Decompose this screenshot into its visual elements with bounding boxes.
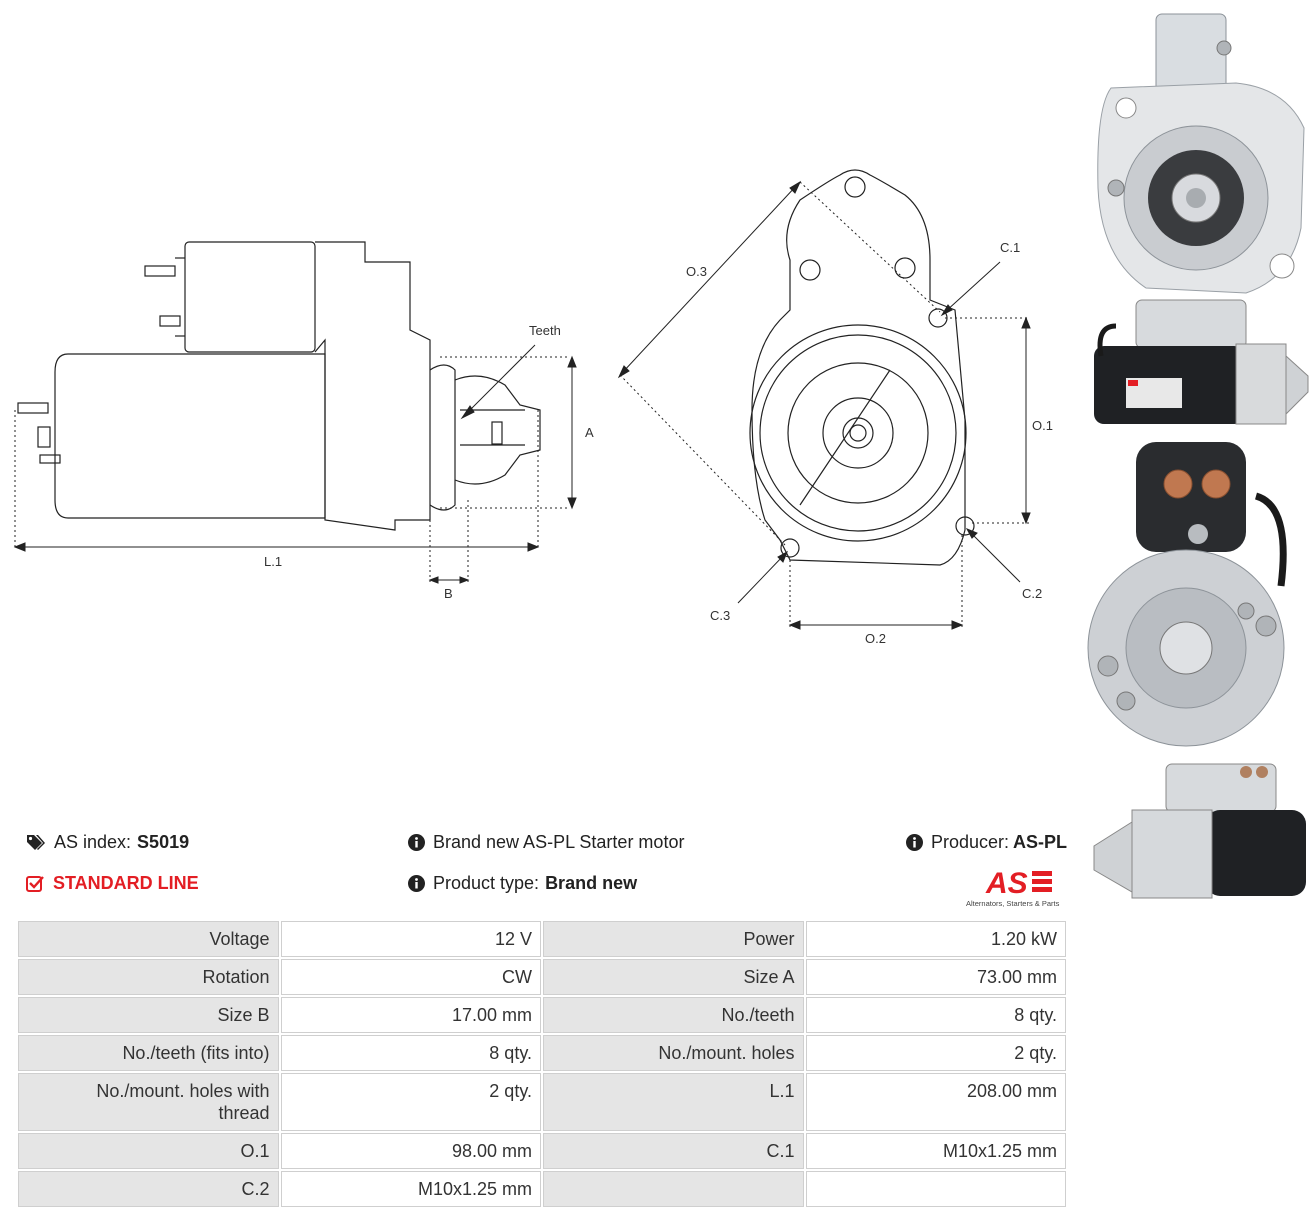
c2-label: C.2 (1022, 586, 1042, 601)
spec-label-cell: No./mount. holes with thread (18, 1073, 279, 1131)
as-index-label: AS index: (54, 832, 132, 852)
producer-value: AS-PL (1013, 832, 1068, 852)
producer-label: Producer: (931, 832, 1010, 852)
producer-row: Producer: AS-PL (906, 832, 1067, 853)
motor-body-outline (54, 353, 326, 519)
spec-label-cell: No./teeth (543, 997, 804, 1033)
standard-line-label: STANDARD LINE (53, 873, 199, 893)
terminal-stud (159, 315, 181, 327)
teeth-label: Teeth (529, 323, 561, 338)
product-type-label: Product type: (433, 873, 540, 893)
product-type-row: Product type: Brand new (408, 873, 637, 894)
terminal-stud (144, 265, 176, 277)
spec-value-cell: 2 qty. (280, 1073, 541, 1131)
spec-label-cell: C.2 (18, 1171, 279, 1207)
front-housing-ring (749, 324, 967, 542)
dimension-o3-label: O.3 (686, 264, 707, 279)
c1-label: C.1 (1000, 240, 1020, 255)
technical-drawing: Teeth A B L.1 (13, 169, 1053, 646)
product-photo-side (1094, 299, 1309, 425)
checkbox-checked-icon (26, 875, 44, 892)
c3-label: C.3 (710, 608, 730, 623)
spec-label-cell: C.1 (543, 1133, 804, 1169)
drive-housing-outline (314, 241, 431, 531)
dimension-b-label: B (444, 586, 453, 601)
mount-hole-c3 (780, 538, 800, 558)
spec-value-cell: 8 qty. (805, 997, 1066, 1033)
spec-row: No./teeth (fits into)8 qty.No./mount. ho… (18, 1035, 1066, 1071)
mount-hole (799, 259, 821, 281)
spec-label-cell: Size A (543, 959, 804, 995)
spec-value-cell: 1.20 kW (805, 921, 1066, 957)
product-type-value: Brand new (545, 873, 638, 893)
description-row: Brand new AS-PL Starter motor (408, 832, 684, 853)
terminal-stud (37, 426, 51, 448)
as-index-row: AS index: S5019 (26, 832, 189, 853)
spec-label-cell (543, 1171, 804, 1207)
product-photo-side-2 (1093, 763, 1306, 899)
spec-value-cell: 2 qty. (805, 1035, 1066, 1071)
standard-line-row: STANDARD LINE (26, 873, 199, 894)
mount-hole-c2 (955, 516, 975, 536)
spec-label-cell: No./teeth (fits into) (18, 1035, 279, 1071)
logo-tagline: Alternators, Starters & Parts (966, 899, 1060, 908)
spec-value-cell: 208.00 mm (805, 1073, 1066, 1131)
terminal-stud (39, 454, 61, 464)
spec-value-cell: M10x1.25 mm (805, 1133, 1066, 1169)
spec-value-cell: M10x1.25 mm (280, 1171, 541, 1207)
pinion-outline (454, 375, 541, 485)
spec-value-cell: 8 qty. (280, 1035, 541, 1071)
spec-value-cell: 73.00 mm (805, 959, 1066, 995)
product-photo-front (1097, 13, 1305, 294)
nose-outline (429, 364, 456, 511)
info-icon (906, 834, 923, 851)
spec-label-cell: Size B (18, 997, 279, 1033)
info-icon (408, 875, 425, 892)
spec-label-cell: L.1 (543, 1073, 804, 1131)
as-pl-logo: AS Alternators, Starters & Parts (966, 867, 1060, 908)
spec-label-cell: Voltage (18, 921, 279, 957)
dimension-l1-label: L.1 (264, 554, 282, 569)
spec-label-cell: No./mount. holes (543, 1035, 804, 1071)
spec-value-cell: 12 V (280, 921, 541, 957)
spec-value-cell (805, 1171, 1066, 1207)
tags-icon (27, 834, 45, 850)
spec-value-cell: 98.00 mm (280, 1133, 541, 1169)
product-photo-rear (1087, 442, 1287, 747)
product-description: Brand new AS-PL Starter motor (433, 832, 685, 852)
mount-hole (894, 257, 916, 279)
spec-value-cell: CW (280, 959, 541, 995)
front-flange-outline (751, 169, 966, 566)
spec-label-cell: Power (543, 921, 804, 957)
dimension-o1-label: O.1 (1032, 418, 1053, 433)
spec-label-cell: Rotation (18, 959, 279, 995)
info-icon (408, 834, 425, 851)
terminal-stud (17, 402, 49, 414)
logo-mark: AS (985, 867, 1028, 900)
dimension-o2-label: O.2 (865, 631, 886, 646)
mount-hole (844, 176, 866, 198)
solenoid-outline (184, 241, 316, 353)
spec-value-cell: 17.00 mm (280, 997, 541, 1033)
spec-label-cell: O.1 (18, 1133, 279, 1169)
as-index-value: S5019 (137, 832, 190, 852)
dimension-a-label: A (585, 425, 594, 440)
